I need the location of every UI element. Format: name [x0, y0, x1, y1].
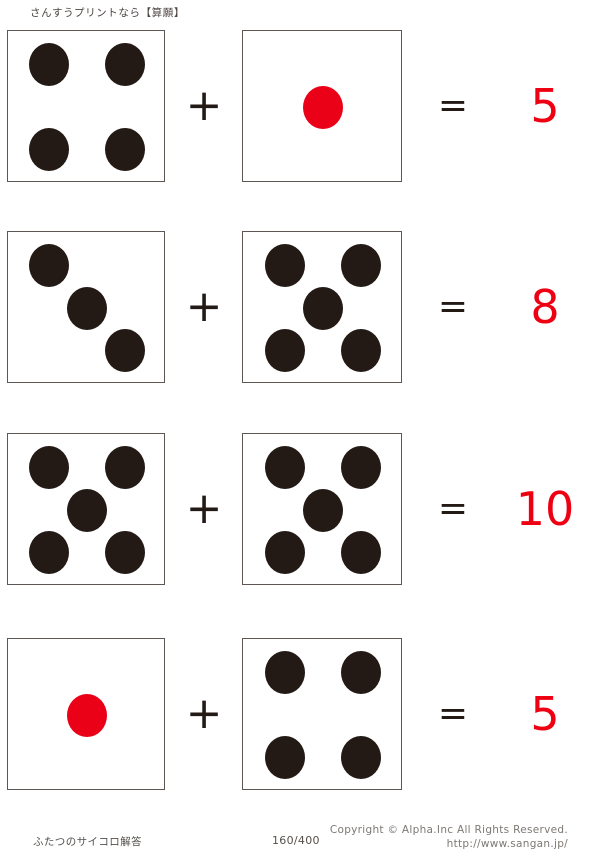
die-pip	[264, 736, 305, 780]
die-pip	[29, 42, 70, 86]
problem-row: + = 8	[0, 231, 600, 383]
problem-row: + = 5	[0, 30, 600, 182]
die-pip	[264, 243, 305, 287]
die-left	[7, 231, 165, 383]
die-pip	[104, 531, 145, 575]
die-pip	[264, 329, 305, 373]
answer-value: 5	[530, 687, 560, 741]
equals-operator: =	[437, 488, 469, 529]
die-pip	[104, 42, 145, 86]
equals-operator: =	[437, 693, 469, 734]
plus-operator: +	[185, 80, 223, 131]
equals-operator: =	[437, 286, 469, 327]
die-pip	[341, 650, 382, 694]
die-pip	[29, 531, 70, 575]
die-pip	[303, 286, 343, 330]
footer-page-number: 160/400	[272, 834, 320, 847]
die-pip	[104, 445, 145, 489]
problem-row: + = 10	[0, 433, 600, 585]
die-left	[7, 638, 165, 790]
die-pip	[67, 488, 107, 532]
page-title: さんすうプリントなら【算願】	[30, 7, 185, 19]
die-pip	[341, 445, 382, 489]
die-pip	[29, 445, 70, 489]
page-footer: ふたつのサイコロ解答 160/400 Copyright © Alpha.Inc…	[0, 824, 600, 859]
footer-sheet-title: ふたつのサイコロ解答	[33, 836, 142, 848]
die-pip	[341, 243, 382, 287]
die-pip	[67, 286, 107, 330]
die-right	[242, 433, 402, 585]
die-left	[7, 433, 165, 585]
die-pip	[303, 488, 343, 532]
answer-value: 5	[530, 79, 560, 133]
die-pip	[341, 531, 382, 575]
die-pip	[303, 85, 343, 129]
die-pip	[264, 650, 305, 694]
die-pip	[104, 128, 145, 172]
die-pip	[29, 128, 70, 172]
die-left	[7, 30, 165, 182]
footer-url[interactable]: http://www.sangan.jp/	[446, 838, 568, 850]
die-pip	[341, 329, 382, 373]
plus-operator: +	[185, 688, 223, 739]
die-right	[242, 231, 402, 383]
plus-operator: +	[185, 281, 223, 332]
die-right	[242, 30, 402, 182]
answer-value: 10	[515, 482, 575, 536]
die-right	[242, 638, 402, 790]
die-pip	[104, 329, 145, 373]
plus-operator: +	[185, 483, 223, 534]
die-pip	[67, 693, 107, 737]
equals-operator: =	[437, 85, 469, 126]
footer-copyright: Copyright © Alpha.Inc All Rights Reserve…	[329, 824, 568, 836]
problem-row: + = 5	[0, 638, 600, 790]
die-pip	[264, 445, 305, 489]
die-pip	[29, 243, 70, 287]
answer-value: 8	[530, 280, 560, 334]
die-pip	[264, 531, 305, 575]
die-pip	[341, 736, 382, 780]
